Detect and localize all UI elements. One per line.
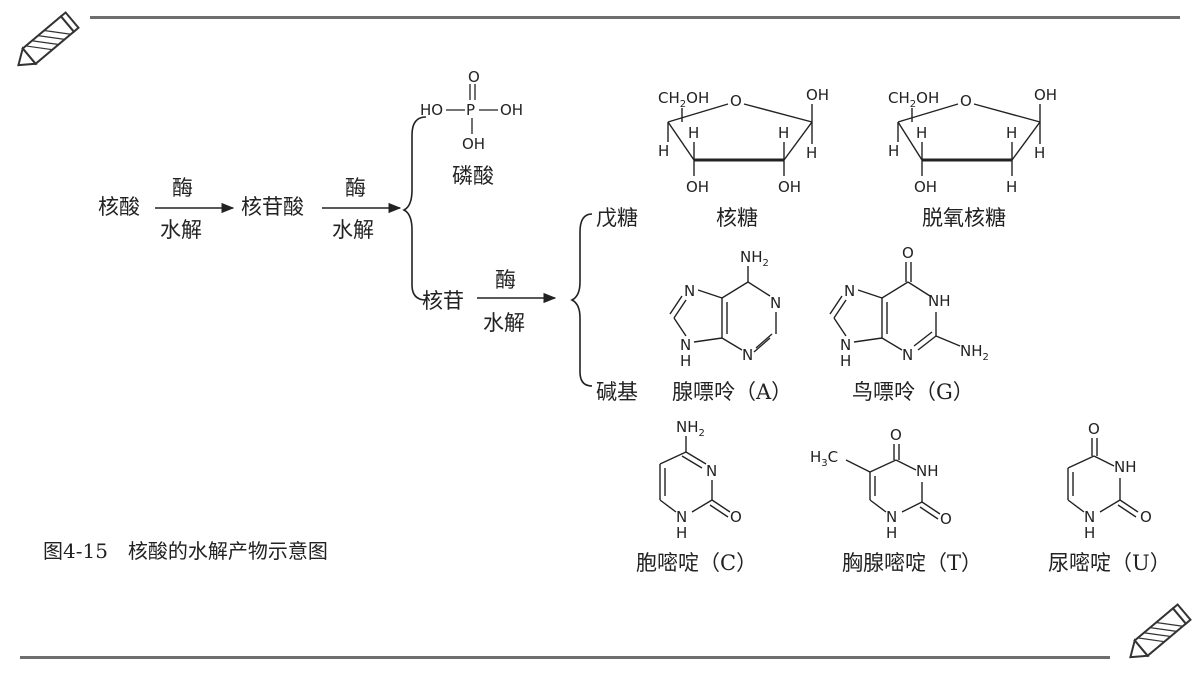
- label-ribose: 核糖: [716, 206, 758, 230]
- atom-n: N: [706, 462, 717, 480]
- atom-h: H: [778, 124, 789, 142]
- label-hydrolysis-2: 水解: [332, 218, 374, 242]
- label-nucleoside: 核苷: [422, 289, 464, 313]
- atom-ch2oh: CH2OH: [658, 89, 709, 110]
- atom-nh2: NH2: [676, 418, 705, 439]
- pencil-icon: [1129, 603, 1192, 659]
- label-nucleic-acid: 核酸: [98, 195, 140, 219]
- bottom-divider: [20, 656, 1110, 659]
- label-adenine: 腺嘌呤（A）: [672, 380, 793, 404]
- label-pentose: 戊糖: [596, 206, 638, 230]
- atom-h: H: [1084, 524, 1095, 542]
- label-deoxyribose: 脱氧核糖: [922, 206, 1006, 230]
- brace-nucleoside-products: [570, 213, 593, 387]
- label-guanine: 鸟嘌呤（G）: [852, 380, 974, 404]
- atom-n: N: [676, 508, 687, 526]
- atom-oh: OH: [778, 178, 801, 196]
- atom-h: H: [680, 352, 691, 370]
- atom-nh2: NH2: [740, 248, 769, 269]
- atom-nh: NH: [928, 292, 951, 310]
- atom-h: H: [688, 124, 699, 142]
- atom-h3c: H3C: [810, 448, 838, 469]
- atom-nh2: NH2: [960, 342, 989, 363]
- atom-n: N: [742, 346, 753, 364]
- atom-h: H: [1034, 144, 1045, 162]
- label-enzyme-1: 酶: [172, 176, 193, 200]
- atom-o: O: [890, 426, 902, 444]
- label-nucleotide: 核苷酸: [241, 195, 304, 219]
- label-base: 碱基: [596, 380, 638, 404]
- atom-n: N: [680, 336, 691, 354]
- uracil-structure: O NH O N H: [1067, 420, 1152, 542]
- atom-o: O: [902, 244, 914, 262]
- atom-h: H: [1006, 178, 1017, 196]
- label-enzyme-2: 酶: [345, 176, 366, 200]
- atom-oh: OH: [806, 86, 829, 104]
- atom-n: N: [886, 508, 897, 526]
- atom-o: O: [730, 92, 742, 110]
- deoxyribose-structure: CH2OH O OH H H H OH H H: [888, 86, 1057, 196]
- atom-p: P: [466, 101, 475, 119]
- phosphoric-acid-structure: O HO P OH OH: [420, 68, 523, 153]
- atom-o: O: [1140, 508, 1152, 526]
- atom-n: N: [840, 336, 851, 354]
- cytosine-structure: NH2 N O N H: [659, 418, 742, 542]
- atom-h: H: [886, 524, 897, 542]
- atom-o: O: [468, 68, 480, 86]
- adenine-structure: NH2 N N N N H: [669, 248, 781, 370]
- brace-nucleotide-products: [402, 116, 427, 301]
- ribose-structure: CH2OH O OH H H H OH H OH: [658, 86, 829, 196]
- thymine-structure: O NH O N H H3C: [810, 426, 952, 542]
- atom-n: N: [1084, 508, 1095, 526]
- atom-h: H: [916, 124, 927, 142]
- atom-oh: OH: [500, 101, 523, 119]
- atom-oh: OH: [914, 178, 937, 196]
- atom-h: H: [658, 142, 669, 160]
- label-hydrolysis-1: 水解: [160, 218, 202, 242]
- atom-oh: OH: [686, 178, 709, 196]
- atom-oh: OH: [462, 135, 485, 153]
- atom-o: O: [730, 508, 742, 526]
- atom-o: O: [940, 510, 952, 528]
- guanine-structure: O NH NH2 N N N H: [829, 244, 989, 370]
- figure-caption: 图4-15 核酸的水解产物示意图: [43, 539, 328, 563]
- atom-h: H: [1006, 124, 1017, 142]
- top-divider: [90, 16, 1180, 19]
- atom-nh: NH: [916, 462, 939, 480]
- atom-h: H: [840, 352, 851, 370]
- label-thymine: 胸腺嘧啶（T）: [842, 551, 983, 575]
- atom-n: N: [684, 282, 695, 300]
- label-uracil: 尿嘧啶（U）: [1048, 551, 1171, 575]
- label-hydrolysis-3: 水解: [483, 311, 525, 335]
- atom-n: N: [902, 346, 913, 364]
- pencil-icon: [17, 11, 80, 67]
- label-enzyme-3: 酶: [495, 268, 516, 292]
- atom-oh: OH: [1034, 86, 1057, 104]
- label-phosphoric-acid: 磷酸: [452, 164, 494, 188]
- atom-ho: HO: [420, 101, 443, 119]
- atom-h: H: [888, 142, 899, 160]
- atom-o: O: [960, 92, 972, 110]
- atom-o: O: [1088, 420, 1100, 438]
- label-cytosine: 胞嘧啶（C）: [636, 551, 758, 575]
- atom-ch2oh: CH2OH: [888, 89, 939, 110]
- atom-h: H: [806, 144, 817, 162]
- atom-n: N: [770, 294, 781, 312]
- atom-nh: NH: [1114, 458, 1137, 476]
- atom-h: H: [676, 524, 687, 542]
- atom-n: N: [844, 282, 855, 300]
